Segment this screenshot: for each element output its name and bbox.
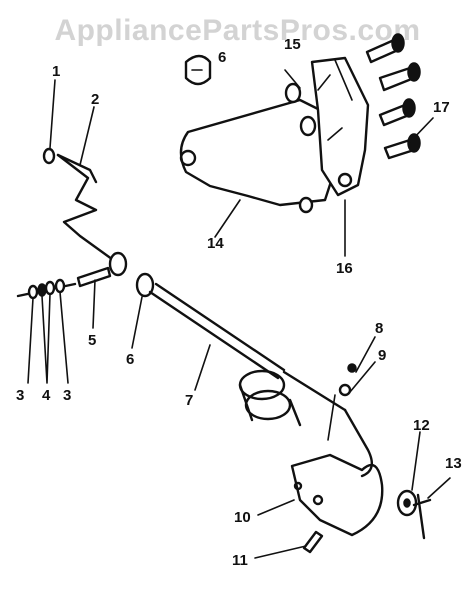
callout-labels: 1 2 3 4 3 5 6 6 7 8 9 10 11 12 13 14 15 …: [16, 36, 462, 569]
callout-15: 15: [284, 36, 301, 53]
callout-10: 10: [234, 509, 251, 526]
callout-17: 17: [433, 99, 450, 116]
callout-9: 9: [378, 347, 386, 364]
callout-2: 2: [91, 91, 99, 108]
callout-5: 5: [88, 332, 96, 349]
callout-3a: 3: [16, 387, 24, 404]
bushing-washers-part-6: [108, 251, 155, 298]
callout-13: 13: [445, 455, 462, 472]
crank-rod-part-2: [56, 153, 118, 264]
callout-16: 16: [336, 260, 353, 277]
sleeve-part-5: [76, 266, 112, 288]
washer-part-12: [396, 489, 418, 517]
callout-1: 1: [52, 63, 60, 80]
bolt-part-11: [302, 530, 324, 554]
callout-6b: 6: [218, 49, 226, 66]
callout-6a: 6: [126, 351, 134, 368]
mounting-bracket-part-14: [179, 98, 340, 207]
callout-3b: 3: [63, 387, 71, 404]
pin-part-13: [412, 493, 432, 540]
spacer-washers-part-15: [284, 69, 317, 214]
pin-parts-3-4: [16, 278, 77, 300]
shaft-part-7: [148, 282, 347, 412]
callout-12: 12: [413, 417, 430, 434]
leader-lines: [27, 69, 451, 559]
spring-coil: [238, 369, 302, 427]
watermark-text: AppliancePartsPros.com: [54, 14, 421, 47]
callout-14: 14: [207, 235, 224, 252]
callout-7: 7: [185, 392, 193, 409]
callout-4: 4: [42, 387, 51, 404]
callout-8: 8: [375, 320, 383, 337]
screws-part-17: [365, 33, 421, 160]
hook-lever-part-10: [290, 408, 384, 537]
side-plate-part-16: [310, 56, 370, 197]
callout-11: 11: [232, 552, 248, 569]
washer-part-1: [42, 147, 56, 165]
retainer-parts-8-9: [327, 363, 357, 441]
